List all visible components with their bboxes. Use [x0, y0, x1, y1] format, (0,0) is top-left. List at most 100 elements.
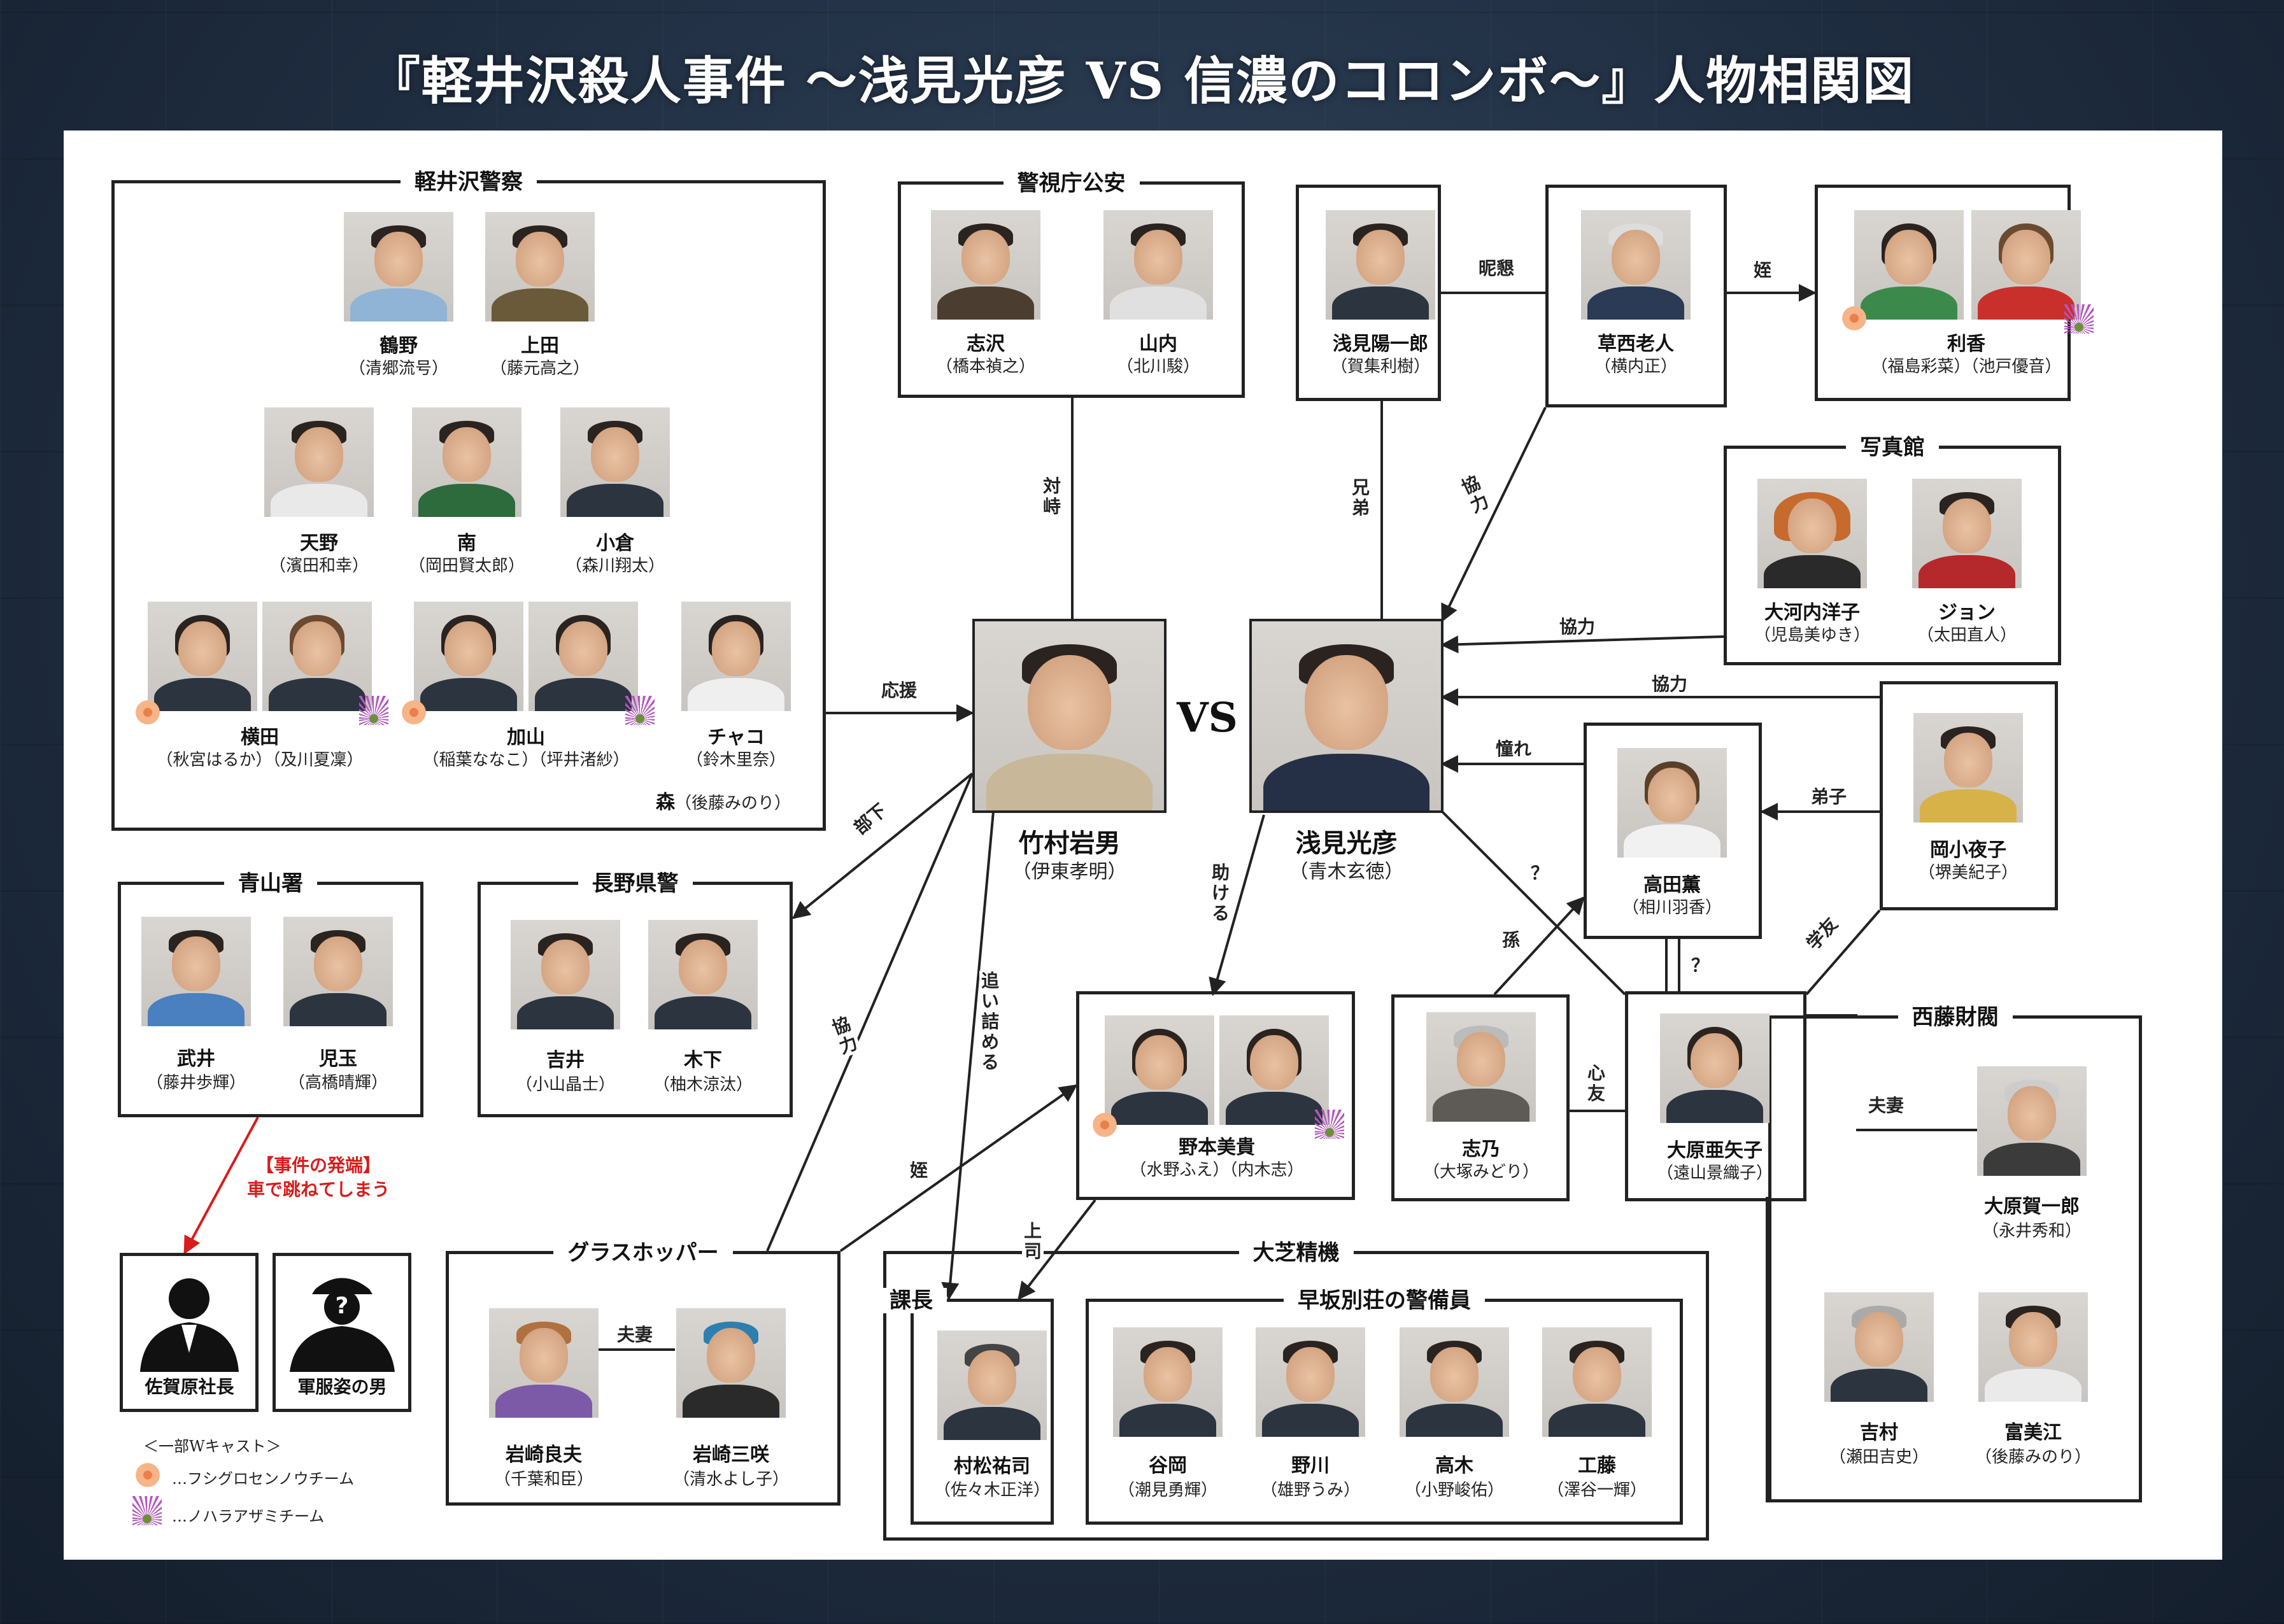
- person-cast: （高橋晴輝）: [288, 1073, 388, 1092]
- person-muramatsu[interactable]: 村松祐司 （佐々木正洋）: [934, 1331, 1050, 1500]
- person-takada[interactable]: 高田薫 （相川羽香）: [1617, 748, 1727, 917]
- person-cast: （瀬田吉史）: [1829, 1448, 1929, 1467]
- person-yokota[interactable]: 横田 （秋宮はるか）（及川夏凜）: [134, 602, 388, 770]
- person-iwasaki-y[interactable]: 岩崎良夫 （千葉和臣）: [489, 1308, 599, 1489]
- person-name: チャコ: [707, 726, 765, 749]
- portrait: [1426, 1012, 1536, 1122]
- person-name: 村松祐司: [954, 1455, 1030, 1478]
- page-title: 『軽井沢殺人事件 ～浅見光彦 VS 信濃のコロンボ～』人物相関図: [369, 51, 1915, 111]
- person-oka[interactable]: 岡小夜子 （堺美紀子）: [1913, 713, 2023, 882]
- rel-label-oen: 応援: [879, 680, 920, 702]
- person-minami[interactable]: 南 （岡田賢太郎）: [409, 407, 525, 575]
- portrait: [1617, 748, 1727, 858]
- person-asami[interactable]: 浅見光彦 （青木玄徳）: [1249, 619, 1443, 883]
- person-kudo[interactable]: 工藤 （澤谷一輝）: [1542, 1327, 1652, 1500]
- person-name: 小倉: [596, 532, 634, 554]
- person-mori[interactable]: 森（後藤みのり）: [656, 786, 791, 814]
- person-cast: （永井秀和）: [1982, 1222, 2082, 1241]
- flower-icon: [134, 698, 162, 726]
- person-cast: （鈴木里奈）: [686, 751, 786, 770]
- person-cast: （清水よし子）: [672, 1470, 789, 1489]
- person-kodama[interactable]: 児玉 （高橋晴輝）: [283, 917, 393, 1092]
- incident-line-2: 車で跳ねてしまう: [246, 1179, 390, 1200]
- person-name: 森: [656, 791, 675, 814]
- person-yoichiro[interactable]: 浅見陽一郎 （賀集利樹）: [1326, 210, 1435, 376]
- person-cast: （大塚みどり）: [1422, 1162, 1539, 1182]
- person-cast: （稲葉ななこ）（坪井渚紗）: [422, 751, 630, 770]
- person-fumie[interactable]: 富美江 （後藤みのり）: [1975, 1292, 2091, 1467]
- person-amano[interactable]: 天野 （濱田和幸）: [264, 407, 374, 575]
- person-takagi[interactable]: 高木 （小野峻佑）: [1400, 1327, 1509, 1500]
- person-aiko[interactable]: 大原亜矢子 （遠山景織子）: [1657, 1013, 1773, 1183]
- person-tsuruno[interactable]: 鶴野 （清郷流号）: [344, 212, 453, 378]
- group-saito: 西藤財閥: [1768, 1005, 2142, 1502]
- person-yamauchi[interactable]: 山内 （北川駿）: [1103, 210, 1213, 376]
- portrait: [1854, 210, 1964, 320]
- person-name: 浅見光彦: [1295, 828, 1398, 858]
- person-nogawa[interactable]: 野川 （雄野うみ）: [1256, 1327, 1365, 1500]
- person-cast: （伊東孝明）: [1012, 861, 1127, 883]
- portrait: [1912, 479, 2022, 588]
- group-shashinkan: 写真館: [1724, 435, 2061, 665]
- group-nagano: 長野県警: [478, 871, 793, 1117]
- group-taishiba: 大芝精機: [883, 1240, 1709, 1541]
- person-shizawa[interactable]: 志沢 （橋本禎之）: [931, 210, 1040, 376]
- person-name: 高木: [1435, 1455, 1473, 1477]
- person-name: 高田薫: [1643, 874, 1701, 896]
- person-ogura[interactable]: 小倉 （森川翔太）: [560, 407, 670, 575]
- person-yoshimura[interactable]: 吉村 （瀬田吉史）: [1824, 1292, 1934, 1467]
- person-cast: （柚木涼汰）: [653, 1075, 753, 1094]
- portrait: [528, 602, 638, 711]
- person-name: 浅見陽一郎: [1333, 333, 1428, 355]
- portrait: [676, 1308, 786, 1418]
- portrait: [1581, 210, 1691, 320]
- rel-label-mei: 姪: [1751, 260, 1775, 281]
- person-gunpuku[interactable]: ? 軍服姿の男: [283, 1264, 401, 1397]
- portrait: [931, 210, 1040, 320]
- person-kayama[interactable]: 加山 （稲葉ななこ）（坪井渚紗）: [400, 602, 655, 770]
- person-cast: （横内正）: [1594, 357, 1677, 376]
- person-rika[interactable]: 利香 （福島彩菜）（池戸優音）: [1840, 210, 2094, 376]
- portrait: [1249, 619, 1443, 813]
- portrait: [1977, 1066, 2087, 1176]
- rel-label-q2: ？: [1689, 955, 1712, 977]
- person-name: ジョン: [1938, 602, 1996, 624]
- person-nomoto[interactable]: 野本美貴 （水野ふえ）（内木志）: [1091, 1015, 1344, 1180]
- person-shino[interactable]: 志乃 （大塚みどり）: [1423, 1012, 1539, 1182]
- person-name: 大原亜矢子: [1667, 1140, 1763, 1162]
- legend-flower-text: …フシグロセンノウチーム: [172, 1470, 355, 1488]
- group-keibi: 早坂別荘の警備員: [1086, 1288, 1683, 1525]
- person-kusanishi[interactable]: 草西老人 （横内正）: [1581, 210, 1691, 376]
- person-cast: （潮見勇輝）: [1117, 1481, 1217, 1500]
- thistle-icon: [132, 1496, 162, 1525]
- person-sagahara[interactable]: 佐賀原社長: [131, 1264, 248, 1397]
- portrait: [262, 602, 372, 711]
- person-kaichiro[interactable]: 大原賀一郎 （永井秀和）: [1977, 1066, 2087, 1241]
- portrait: [141, 917, 251, 1026]
- rel-label-fusai1: 夫妻: [1866, 1095, 1907, 1117]
- person-name: 草西老人: [1598, 333, 1674, 355]
- person-takemura[interactable]: 竹村岩男 （伊東孝明）: [972, 619, 1167, 883]
- portrait: [1660, 1013, 1770, 1123]
- rel-label-kyoryoku3: 協力: [1649, 674, 1691, 695]
- person-john[interactable]: ジョン （太田直人）: [1912, 479, 2022, 645]
- person-cast: （小山晶士）: [515, 1075, 615, 1094]
- person-takei[interactable]: 武井 （藤井歩輝）: [141, 917, 251, 1092]
- group-grasshopper: グラスホッパー: [446, 1240, 841, 1506]
- person-cast: （後藤みのり）: [675, 794, 791, 813]
- person-iwasaki-m[interactable]: 岩崎三咲 （清水よし子）: [673, 1308, 789, 1489]
- flower-icon: [1840, 304, 1868, 332]
- person-ueda[interactable]: 上田 （藤元高之）: [485, 212, 595, 378]
- box-sagahara: [120, 1253, 259, 1412]
- rel-label-mago: 孫: [1500, 929, 1523, 951]
- portrait: [1113, 1327, 1223, 1437]
- person-kinoshita[interactable]: 木下 （柚木涼汰）: [648, 920, 758, 1094]
- person-chako[interactable]: チャコ （鈴木里奈）: [681, 602, 791, 770]
- person-tanioka[interactable]: 谷岡 （潮見勇輝）: [1113, 1327, 1223, 1500]
- person-name: 岡小夜子: [1930, 839, 2006, 861]
- portrait: [283, 917, 393, 1026]
- person-yoshii[interactable]: 吉井 （小山晶士）: [511, 920, 620, 1094]
- person-okochi[interactable]: 大河内洋子 （児島美ゆき）: [1754, 479, 1870, 645]
- person-name: 大原賀一郎: [1984, 1196, 2080, 1218]
- box-yoichiro: [1296, 185, 1441, 401]
